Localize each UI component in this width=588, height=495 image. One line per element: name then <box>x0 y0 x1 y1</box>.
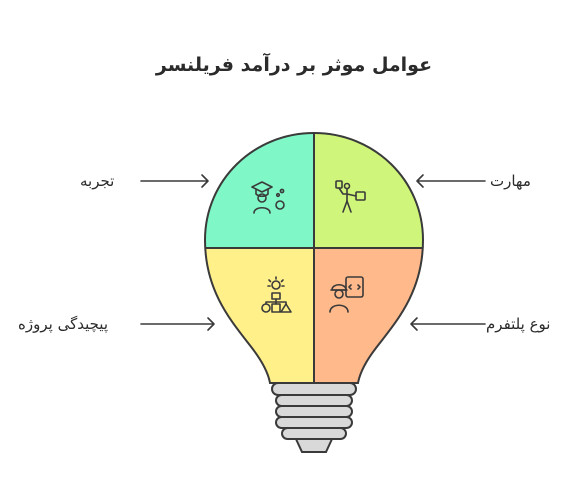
quadrant-skills <box>314 133 423 248</box>
label-platform-type: نوع پلتفرم <box>486 315 551 333</box>
arrow-experience <box>140 174 209 188</box>
bulb-base <box>271 382 357 453</box>
arrow-project-complexity <box>140 317 215 331</box>
person-balancing-items-icon <box>335 180 366 213</box>
arrow-platform-type <box>410 317 486 331</box>
label-experience: تجربه <box>80 172 115 190</box>
label-project-complexity: پیچیدگی پروژه <box>18 315 108 333</box>
label-skills: مهارت <box>490 172 531 190</box>
worker-coding-icon <box>329 276 364 313</box>
diagram-title: عوامل موثر بر درآمد فریلنسر <box>155 54 433 76</box>
arrow-skills <box>416 174 486 188</box>
quadrant-experience <box>205 133 314 248</box>
graduate-thinking-icon <box>251 181 285 214</box>
idea-hierarchy-icon <box>261 276 292 313</box>
quadrant-project-complexity <box>205 248 314 383</box>
quadrant-platform-type <box>314 248 423 383</box>
arrows <box>140 174 486 331</box>
